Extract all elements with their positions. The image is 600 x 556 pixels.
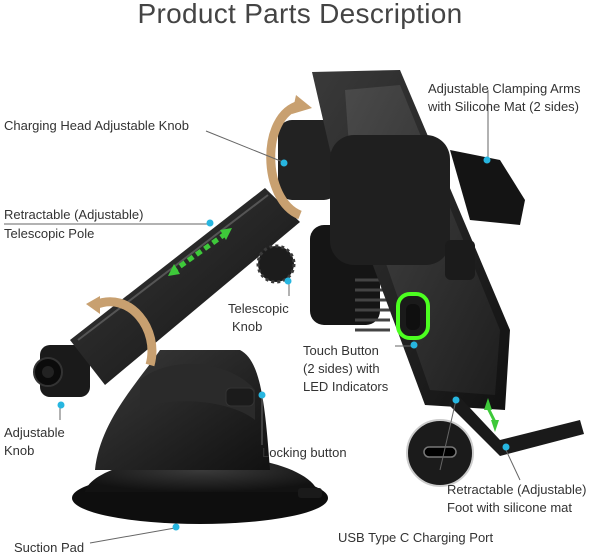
label-clamp-line2: with Silicone Mat (2 sides)	[428, 99, 579, 114]
label-adj-knob-line1: Adjustable	[4, 425, 65, 440]
rotation-arrows	[86, 95, 312, 367]
label-telescopic-knob-line1: Telescopic	[228, 301, 289, 316]
label-telescopic-knob-line2: Knob	[232, 319, 263, 334]
page-title: Product Parts Description	[137, 0, 463, 29]
charging-head-knob-shape	[278, 120, 338, 200]
label-adj-knob-line2: Knob	[4, 443, 35, 458]
touch-button-shape	[396, 292, 430, 340]
callout-dots	[57, 156, 510, 531]
usb-port-inset	[406, 419, 474, 487]
label-pole-line1: Retractable (Adjustable)	[4, 207, 144, 222]
label-pole-line2: Telescopic Pole	[4, 226, 95, 241]
label-touch-line2: (2 sides) with	[303, 361, 380, 376]
label-locking-button: Locking button	[262, 445, 347, 460]
label-foot-line2: Foot with silicone mat	[447, 500, 572, 515]
holder-body-shape	[310, 70, 525, 410]
base-body-shape	[95, 350, 270, 470]
label-suction-pad: Suction Pad	[14, 540, 85, 555]
telescopic-pole-shape	[70, 188, 300, 385]
retractable-foot-shape	[448, 392, 584, 456]
label-touch-line1: Touch Button	[303, 343, 379, 358]
adjustable-knob-shape	[33, 345, 90, 397]
label-charging-head-knob: Charging Head Adjustable Knob	[4, 118, 190, 133]
label-foot-line1: Retractable (Adjustable)	[447, 482, 587, 497]
label-touch-line3: LED Indicators	[303, 379, 389, 394]
label-clamp-line1: Adjustable Clamping Arms	[428, 81, 581, 96]
label-usb-port: USB Type C Charging Port	[338, 530, 494, 545]
leader-lines	[4, 90, 521, 544]
telescopic-knob-shape	[256, 244, 296, 284]
